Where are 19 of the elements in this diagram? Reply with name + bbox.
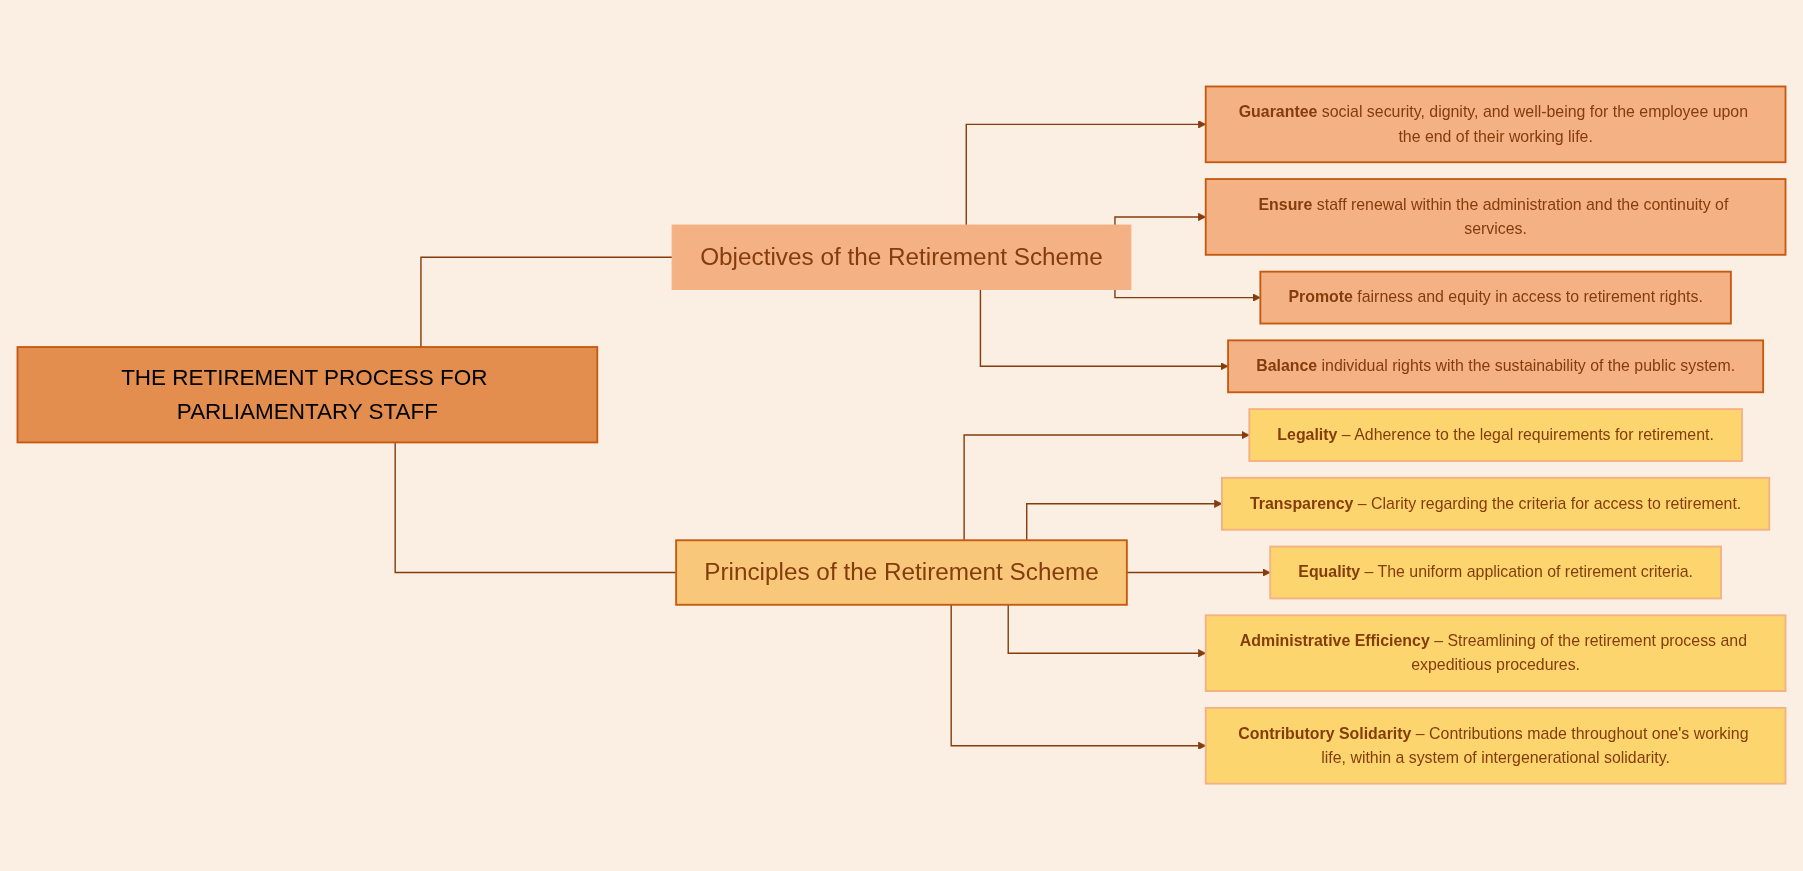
node-box [1204, 178, 1787, 257]
connector [394, 442, 677, 574]
node-box [1204, 86, 1787, 164]
node-box [1259, 271, 1732, 325]
node-box [671, 224, 1132, 291]
node-box [675, 539, 1128, 607]
node-box [1227, 339, 1765, 394]
arrow [979, 289, 1229, 371]
node-box [1269, 546, 1722, 600]
node-box [1204, 707, 1787, 785]
arrow [1126, 568, 1271, 578]
arrow [963, 431, 1250, 542]
connector [420, 257, 673, 349]
node-box [1204, 614, 1787, 693]
arrow [1114, 289, 1261, 303]
node-box [1248, 408, 1743, 463]
node-box [16, 346, 599, 444]
node-box [1221, 477, 1771, 532]
diagram: THE RETIREMENT PROCESS FOR PARLIAMENTARY STAFF Objectives of the Retirement Scheme Guarantee social security, dignity, and well-being for the employee upon the end of their working life. Ensure staff renewal within the administration and the continuity of services. Promote fairness and equity in access to retirement rights. Balance individual rights with the sustainability of the public system. Principles of the Retirement Scheme Legality – Adherence to the legal requirements for retirement. Transparency – Clarity regarding the criteria for access to retirement. Equality – The uniform application of retirement criteria. Administrative Efficiency – Streamlining of the retirement process and expeditious procedures. Contributory Solidarity – Contributions made throughout one's working life, within a system of intergenerational solidarity. [10, 79, 1793, 792]
